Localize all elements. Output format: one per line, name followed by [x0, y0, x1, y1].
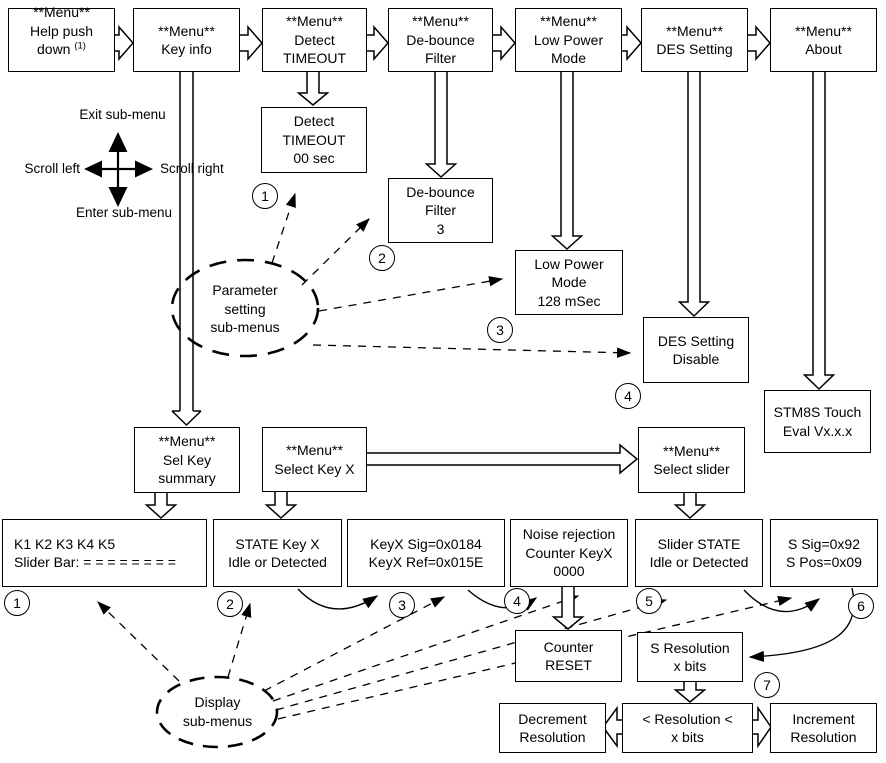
parameter-dashed-arrows	[271, 192, 632, 358]
display-noise-text: Noise rejection Counter KeyX 0000	[522, 526, 616, 580]
node-s-resolution: S Resolution x bits	[637, 632, 743, 682]
decrement-resolution-text: Decrement Resolution	[518, 710, 587, 745]
node-display-noise: Noise rejection Counter KeyX 0000	[510, 519, 628, 587]
node-menu-low-power: **Menu** Low Power Mode	[515, 8, 622, 72]
node-counter-reset: Counter RESET	[515, 630, 622, 682]
node-display-slider-state: Slider STATE Idle or Detected	[635, 519, 763, 587]
step-marker-display-1: 1	[4, 590, 30, 616]
step-marker-display-7: 7	[754, 672, 780, 698]
debounce-value-text: De-bounce Filter 3	[406, 183, 475, 237]
menu-help-text: **Menu** Help push down (1)	[29, 4, 94, 57]
step-marker-param-4: 4	[615, 383, 641, 409]
low-power-value-text: Low Power Mode 128 mSec	[534, 255, 604, 309]
node-menu-debounce-filter: **Menu** De-bounce Filter	[388, 8, 493, 72]
node-display-state-key: STATE Key X Idle or Detected	[213, 519, 342, 587]
display-group-ellipse	[155, 675, 279, 749]
display-slider-state-text: Slider STATE Idle or Detected	[649, 535, 749, 570]
node-menu-key-info: **Menu** Key info	[133, 8, 240, 72]
node-detect-timeout-value: Detect TIMEOUT 00 sec	[261, 107, 367, 173]
node-menu-about: **Menu** About	[770, 8, 877, 72]
node-debounce-value: De-bounce Filter 3	[388, 178, 493, 243]
display-dashed-arrows	[97, 595, 793, 720]
menu-des-setting-text: **Menu** DES Setting	[656, 22, 733, 57]
display-slider-sig-text: S Sig=0x92 S Pos=0x09	[786, 535, 862, 570]
node-menu-sel-key-summary: **Menu** Sel Key summary	[134, 427, 240, 493]
step-marker-display-3: 3	[389, 592, 415, 618]
detect-timeout-value-text: Detect TIMEOUT 00 sec	[282, 113, 346, 167]
step-marker-display-2: 2	[217, 591, 243, 617]
nav-label-scroll-right: Scroll right	[160, 161, 224, 176]
nav-label-exit: Exit sub-menu	[79, 107, 166, 122]
display-keys-text: K1 K2 K3 K4 K5 Slider Bar: = = = = = = =…	[14, 535, 176, 570]
nav-cross-icon	[84, 132, 153, 207]
display-state-key-text: STATE Key X Idle or Detected	[228, 535, 327, 570]
menu-about-text: **Menu** About	[795, 22, 852, 57]
node-decrement-resolution: Decrement Resolution	[499, 703, 606, 753]
node-low-power-value: Low Power Mode 128 mSec	[515, 250, 623, 315]
step-marker-display-4: 4	[504, 588, 530, 614]
node-menu-select-key-x: **Menu** Select Key X	[262, 427, 367, 492]
node-menu-des-setting: **Menu** DES Setting	[641, 8, 748, 72]
step-marker-param-3: 3	[487, 317, 513, 343]
des-value-text: DES Setting Disable	[657, 332, 735, 367]
menu-key-info-text: **Menu** Key info	[158, 22, 215, 57]
increment-resolution-text: Increment Resolution	[790, 710, 857, 745]
node-display-keys: K1 K2 K3 K4 K5 Slider Bar: = = = = = = =…	[2, 519, 207, 587]
menu-select-key-x-text: **Menu** Select Key X	[274, 442, 355, 477]
menu-debounce-filter-text: **Menu** De-bounce Filter	[406, 13, 475, 67]
s-resolution-text: S Resolution x bits	[650, 639, 730, 674]
parameter-group-label: Parameter setting sub-menus	[210, 281, 280, 336]
node-menu-select-slider: **Menu** Select slider	[638, 427, 745, 493]
node-display-key-sig: KeyX Sig=0x0184 KeyX Ref=0x015E	[347, 519, 505, 587]
node-increment-resolution: Increment Resolution	[770, 703, 877, 753]
node-display-slider-sig: S Sig=0x92 S Pos=0x09	[770, 519, 878, 587]
node-firmware-version: STM8S Touch Eval Vx.x.x	[764, 390, 871, 453]
step-marker-display-6: 6	[848, 593, 874, 619]
parameter-group-ellipse	[170, 258, 320, 358]
nav-label-enter: Enter sub-menu	[75, 205, 173, 220]
node-menu-help: **Menu** Help push down (1)	[8, 4, 115, 72]
display-group-label: Display sub-menus	[182, 694, 253, 729]
display-key-sig-text: KeyX Sig=0x0184 KeyX Ref=0x015E	[368, 535, 484, 570]
footnote-marker: (1)	[74, 40, 86, 52]
step-marker-param-1: 1	[252, 183, 278, 209]
node-menu-detect-timeout: **Menu** Detect TIMEOUT	[262, 8, 367, 72]
step-marker-display-5: 5	[636, 588, 662, 614]
node-des-value: DES Setting Disable	[643, 317, 749, 383]
enter-submenu-arrows	[144, 72, 836, 749]
menu-sel-key-summary-text: **Menu** Sel Key summary	[158, 433, 216, 487]
firmware-version-text: STM8S Touch Eval Vx.x.x	[773, 404, 862, 439]
menu-select-slider-text: **Menu** Select slider	[653, 442, 730, 477]
nav-label-scroll-left: Scroll left	[24, 161, 80, 176]
step-marker-param-2: 2	[369, 245, 395, 271]
key-info-down-arrow	[171, 72, 202, 427]
node-resolution-range: < Resolution < x bits	[622, 703, 753, 753]
menu-detect-timeout-text: **Menu** Detect TIMEOUT	[283, 13, 346, 67]
menu-low-power-text: **Menu** Low Power Mode	[533, 13, 604, 67]
resolution-range-text: < Resolution < x bits	[642, 710, 733, 745]
counter-reset-text: Counter RESET	[543, 638, 594, 673]
